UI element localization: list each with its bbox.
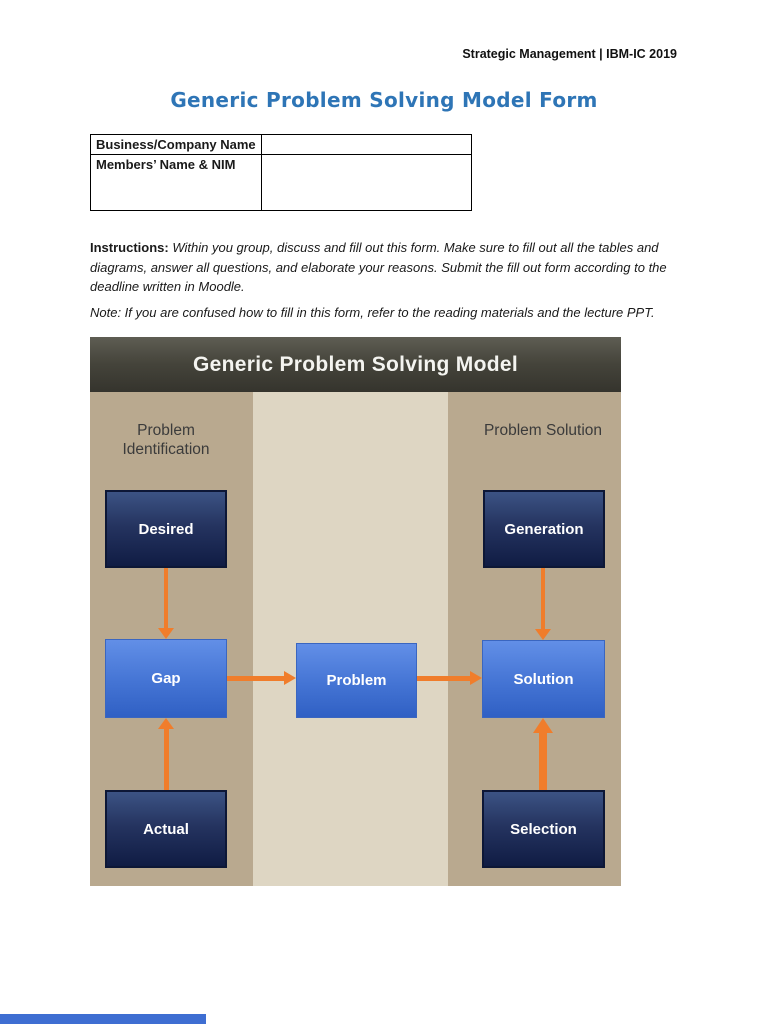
- form-table: Business/Company Name Members’ Name & NI…: [90, 134, 472, 211]
- note-paragraph: Note: If you are confused how to fill in…: [90, 305, 655, 320]
- members-name-label: Members’ Name & NIM: [90, 154, 262, 211]
- arrow-generation-to-solution: [541, 568, 545, 630]
- arrow-gap-to-problem: [227, 676, 285, 681]
- problem-solving-diagram: Generic Problem Solving Model Problem Id…: [90, 337, 621, 886]
- table-row: Business/Company Name: [90, 134, 472, 155]
- desired-box: Desired: [105, 490, 227, 568]
- gap-box: Gap: [105, 639, 227, 718]
- problem-solution-header: Problem Solution: [483, 422, 603, 439]
- page-title: Generic Problem Solving Model Form: [170, 88, 598, 112]
- instructions-text: Within you group, discuss and fill out t…: [90, 240, 667, 294]
- header-text: Strategic Management | IBM-IC 2019: [462, 47, 677, 61]
- members-name-field[interactable]: [261, 154, 472, 211]
- arrow-selection-to-solution: [539, 732, 547, 790]
- diagram-center-panel: [253, 392, 448, 886]
- arrow-gap-to-problem-head-icon: [284, 671, 296, 685]
- arrow-actual-to-gap: [164, 729, 169, 790]
- arrow-desired-to-gap-head-icon: [158, 628, 174, 639]
- arrow-selection-to-solution-head-icon: [533, 718, 553, 733]
- document-header: Strategic Management | IBM-IC 2019: [0, 47, 677, 61]
- diagram-title: Generic Problem Solving Model: [90, 337, 621, 392]
- arrow-problem-to-solution-head-icon: [470, 671, 482, 685]
- instructions-paragraph: Instructions: Within you group, discuss …: [90, 238, 686, 297]
- problem-box: Problem: [296, 643, 417, 718]
- company-name-field[interactable]: [261, 134, 472, 155]
- generation-box: Generation: [483, 490, 605, 568]
- instructions-label: Instructions:: [90, 240, 169, 255]
- solution-box: Solution: [482, 640, 605, 718]
- problem-identification-header: Problem Identification: [122, 422, 210, 458]
- arrow-generation-to-solution-head-icon: [535, 629, 551, 640]
- arrow-problem-to-solution: [417, 676, 471, 681]
- actual-box: Actual: [105, 790, 227, 868]
- arrow-desired-to-gap: [164, 568, 168, 629]
- next-page-fragment: [0, 1014, 206, 1024]
- company-name-label: Business/Company Name: [90, 134, 262, 155]
- arrow-actual-to-gap-head-icon: [158, 718, 174, 729]
- diagram-body: Problem Identification Problem Solution …: [90, 392, 621, 886]
- table-row: Members’ Name & NIM: [90, 154, 472, 211]
- selection-box: Selection: [482, 790, 605, 868]
